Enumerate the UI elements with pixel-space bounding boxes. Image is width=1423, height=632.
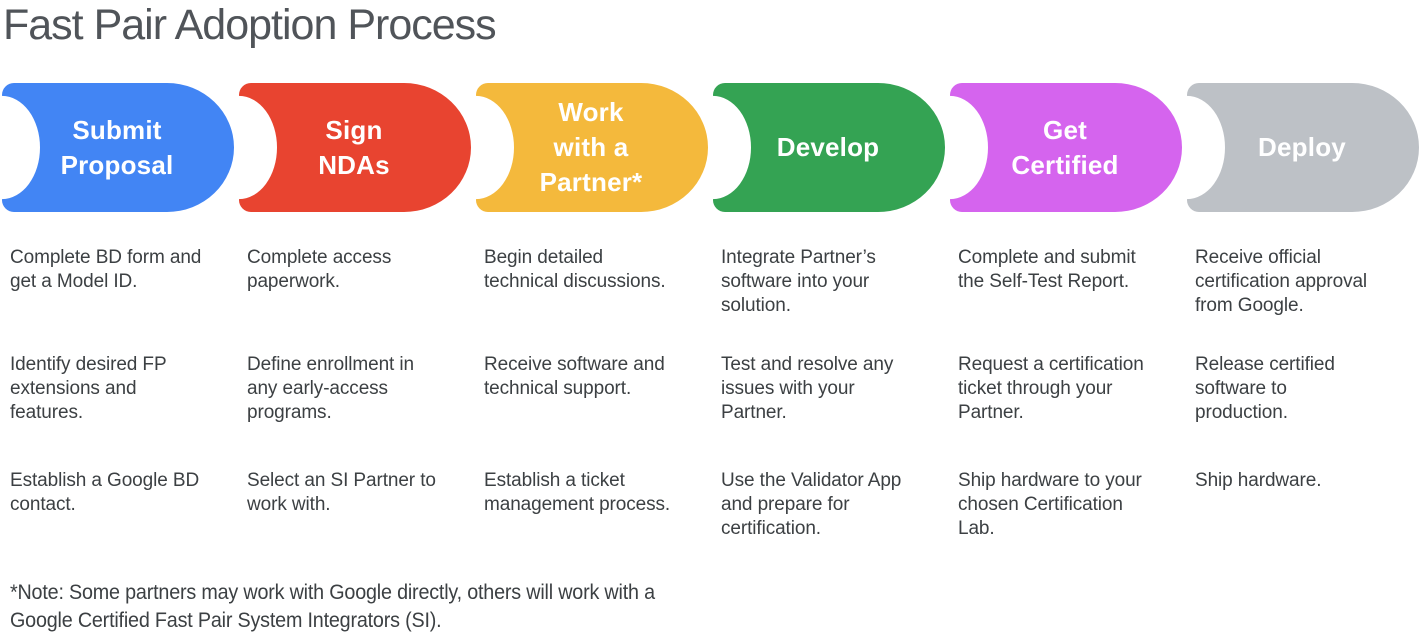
step-detail: Complete and submit the Self-Test Report… xyxy=(958,247,1136,292)
step-detail: Define enrollment in any early-access pr… xyxy=(247,354,414,423)
step-detail: Release certified software to production… xyxy=(1195,354,1335,423)
step-arrow-shape xyxy=(713,83,945,212)
step-deploy: Deploy xyxy=(1185,83,1419,212)
step-arrow-fill xyxy=(239,83,471,212)
step-arrow-shape xyxy=(2,83,234,212)
page-title: Fast Pair Adoption Process xyxy=(3,1,497,49)
step-arrow-shape xyxy=(476,83,708,212)
step-work-with-partner: Work with a Partner* xyxy=(474,83,708,212)
step-detail: Identify desired FP extensions and featu… xyxy=(10,354,167,423)
step-label: Work with a Partner* xyxy=(539,97,643,197)
step-detail: Complete BD form and get a Model ID. xyxy=(10,247,202,292)
footnote: *Note: Some partners may work with Googl… xyxy=(10,581,655,632)
step-arrow-fill xyxy=(476,83,708,212)
step-sign-ndas: Sign NDAs xyxy=(237,83,471,212)
step-arrow-shape xyxy=(239,83,471,212)
step-arrow-shape xyxy=(950,83,1182,212)
step-arrow-shape xyxy=(1187,83,1419,212)
step-detail: Complete access paperwork. xyxy=(247,247,392,292)
step-detail: Establish a Google BD contact. xyxy=(10,470,200,515)
step-details-row-3: Establish a Google BD contact. Select an… xyxy=(0,469,1422,541)
step-detail: Ship hardware to your chosen Certificati… xyxy=(958,470,1142,539)
process-steps-row: Submit Proposal Sign NDAs Work with a Pa… xyxy=(0,83,1422,212)
step-details-row-1: Complete BD form and get a Model ID. Com… xyxy=(0,246,1422,318)
step-label: Submit Proposal xyxy=(60,114,174,180)
step-label: Get Certified xyxy=(1011,114,1119,180)
step-detail: Ship hardware. xyxy=(1195,470,1322,491)
step-detail: Receive software and technical support. xyxy=(484,354,665,399)
step-detail: Begin detailed technical discussions. xyxy=(484,247,666,292)
step-label: Sign NDAs xyxy=(318,114,390,180)
step-detail: Test and resolve any issues with your Pa… xyxy=(721,354,894,423)
step-arrow-fill xyxy=(713,83,945,212)
step-arrow-fill xyxy=(2,83,234,212)
step-submit-proposal: Submit Proposal xyxy=(0,83,234,212)
step-detail: Establish a ticket management process. xyxy=(484,470,671,515)
step-detail: Use the Validator App and prepare for ce… xyxy=(721,470,902,539)
step-develop: Develop xyxy=(711,83,945,212)
step-detail: Request a certification ticket through y… xyxy=(958,354,1144,423)
step-arrow-fill xyxy=(950,83,1182,212)
step-arrow-fill xyxy=(1187,83,1419,212)
step-detail: Select an SI Partner to work with. xyxy=(247,470,436,515)
step-detail: Integrate Partner’s software into your s… xyxy=(721,247,876,316)
step-label: Deploy xyxy=(1258,132,1346,162)
step-label: Develop xyxy=(776,132,880,162)
step-details-row-2: Identify desired FP extensions and featu… xyxy=(0,353,1422,425)
step-get-certified: Get Certified xyxy=(948,83,1182,212)
step-detail: Receive official certification approval … xyxy=(1195,247,1368,316)
